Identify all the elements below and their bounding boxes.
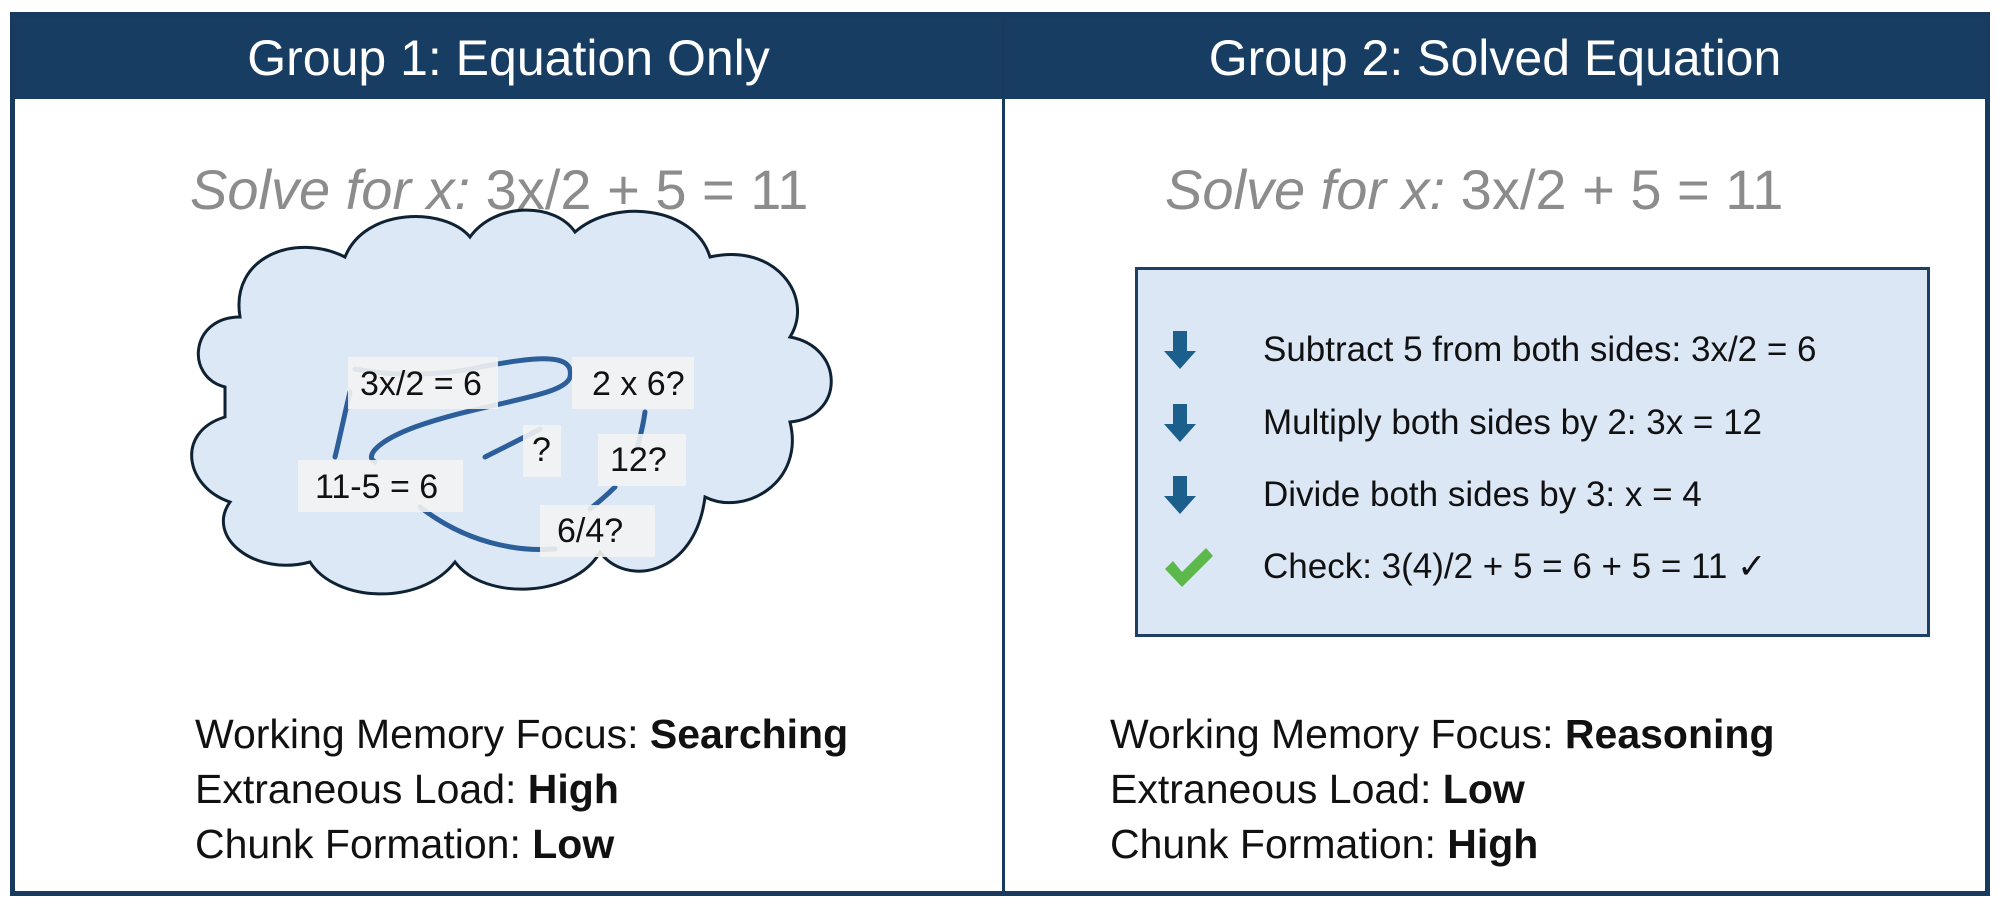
svg-text:11-5 = 6: 11-5 = 6	[315, 468, 438, 506]
cloud-node: ?	[523, 425, 561, 477]
metric-chunk-formation: Chunk Formation: High	[1110, 821, 1539, 867]
group2-metrics: Working Memory Focus: Reasoning Extraneo…	[1110, 707, 1775, 872]
thought-cloud: 3x/2 = 6 2 x 6? ? 12? 11-5 = 6 6/4?	[190, 208, 833, 596]
svg-text:12?: 12?	[610, 441, 667, 479]
group2-problem: Solve for x: 3x/2 + 5 = 11	[1165, 157, 1783, 222]
metric-extraneous-load: Extraneous Load: Low	[1110, 766, 1525, 812]
svg-text:6/4?: 6/4?	[557, 512, 623, 550]
svg-text:?: ?	[532, 431, 551, 469]
figure-frame: Group 1: Equation Only Solve for x: 3x/2…	[10, 12, 1990, 896]
group2-header: Group 2: Solved Equation	[1005, 17, 1985, 99]
checkmark-icon	[1163, 542, 1223, 592]
down-arrow-icon	[1163, 398, 1223, 448]
metric-working-memory: Working Memory Focus: Reasoning	[1110, 711, 1775, 757]
link-line	[368, 356, 573, 465]
group1-header: Group 1: Equation Only	[15, 17, 1002, 99]
group2-panel: Group 2: Solved Equation Solve for x: 3x…	[1005, 17, 1985, 891]
problem-prefix: Solve for x:	[1165, 158, 1446, 221]
group1-metrics: Working Memory Focus: Searching Extraneo…	[195, 707, 848, 872]
solution-steps-box: Subtract 5 from both sides: 3x/2 = 6 Mul…	[1135, 267, 1930, 637]
svg-text:3x/2 = 6: 3x/2 = 6	[360, 365, 482, 403]
solution-step: Multiply both sides by 2: 3x = 12	[1163, 398, 1762, 448]
solution-step: Check: 3(4)/2 + 5 = 6 + 5 = 11 ✓	[1163, 542, 1766, 592]
cloud-node: 2 x 6?	[572, 357, 694, 409]
cloud-node: 12?	[598, 434, 686, 486]
metric-working-memory: Working Memory Focus: Searching	[195, 711, 849, 757]
down-arrow-icon	[1163, 325, 1223, 375]
cloud-node: 11-5 = 6	[298, 460, 463, 512]
cloud-node: 6/4?	[540, 505, 655, 557]
solution-step: Divide both sides by 3: x = 4	[1163, 470, 1702, 520]
metric-chunk-formation: Chunk Formation: Low	[195, 821, 615, 867]
metric-extraneous-load: Extraneous Load: High	[195, 766, 619, 812]
group1-panel: Group 1: Equation Only Solve for x: 3x/2…	[15, 17, 1005, 891]
problem-equation: 3x/2 + 5 = 11	[1445, 158, 1784, 221]
down-arrow-icon	[1163, 470, 1223, 520]
solution-step: Subtract 5 from both sides: 3x/2 = 6	[1163, 325, 1817, 375]
svg-text:2 x 6?: 2 x 6?	[592, 365, 685, 403]
cloud-node: 3x/2 = 6	[348, 357, 498, 409]
problem-prefix: Solve for x:	[190, 158, 471, 221]
